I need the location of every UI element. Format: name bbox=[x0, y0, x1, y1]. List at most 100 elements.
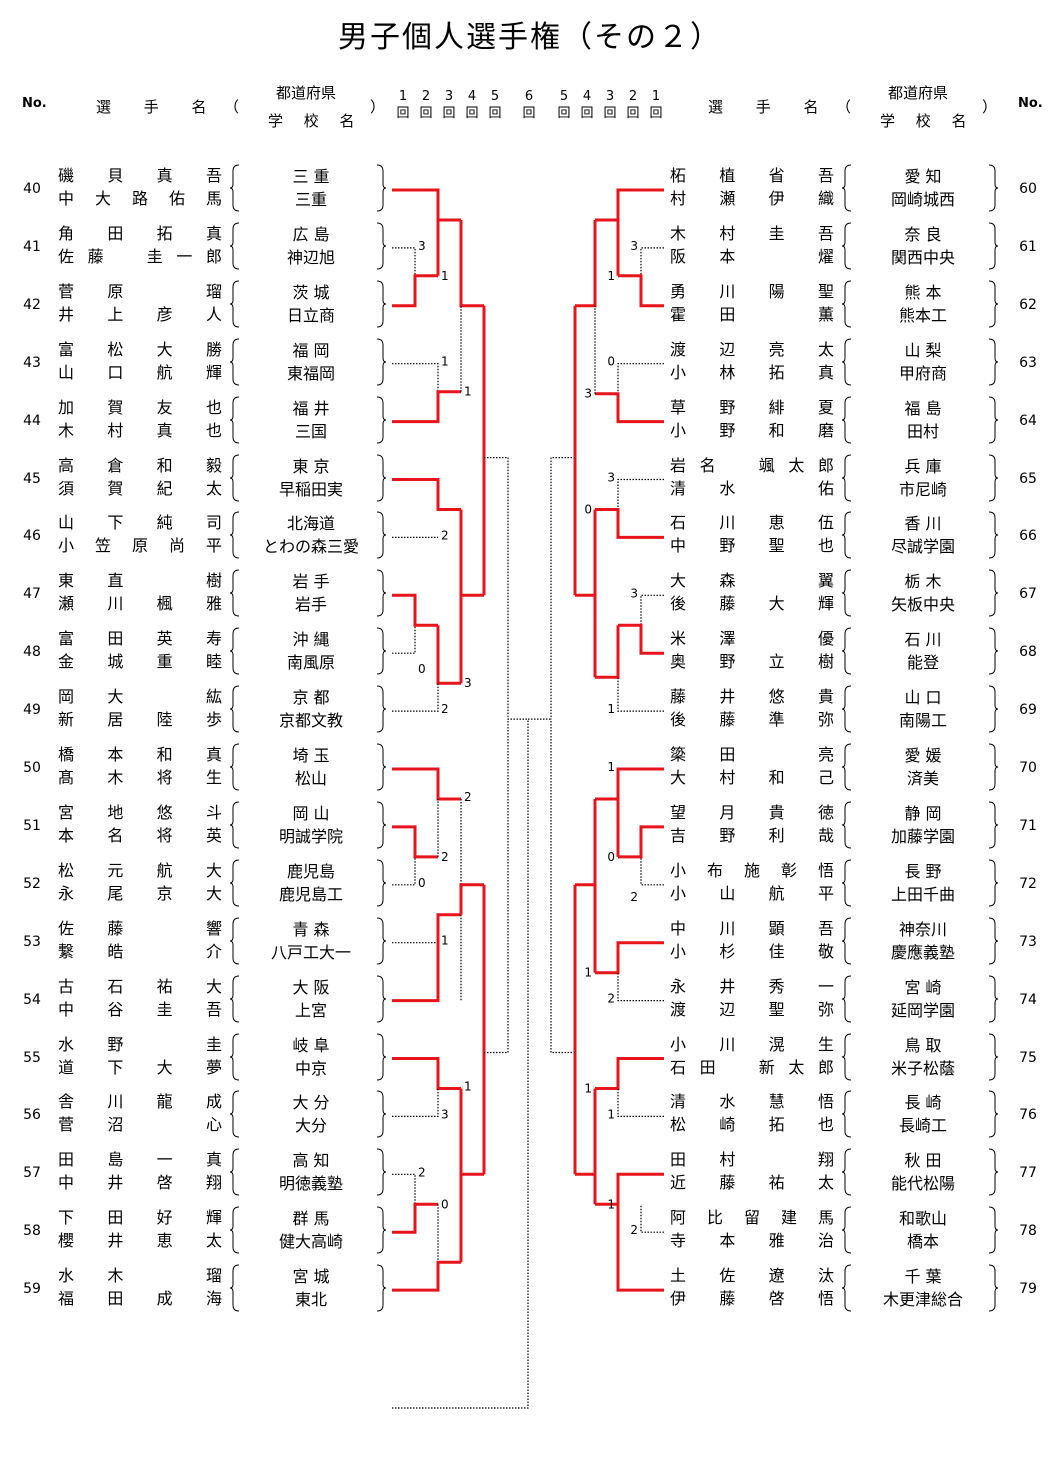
match-score: 1 bbox=[464, 385, 472, 399]
prefecture: 愛 知 bbox=[904, 167, 942, 186]
entry-number: 61 bbox=[1019, 238, 1037, 255]
school-name: 延岡学園 bbox=[890, 1000, 955, 1020]
school-name: 三重 bbox=[294, 190, 327, 209]
bracket-close bbox=[988, 1264, 998, 1312]
bracket-close bbox=[376, 917, 386, 965]
prefecture: 石 川 bbox=[904, 630, 942, 650]
school-name: 明誠学院 bbox=[278, 826, 343, 846]
player-name: 阿比留建馬 bbox=[670, 1208, 835, 1228]
match-score: 3 bbox=[418, 239, 426, 253]
prefecture: 長 崎 bbox=[904, 1093, 942, 1113]
player-name: 岩名颯太郎 bbox=[670, 455, 834, 475]
player-name: 小杉佳敬 bbox=[670, 941, 834, 961]
header-paren-open-right: （ bbox=[836, 98, 852, 116]
bracket-close bbox=[988, 454, 998, 501]
match-score: 2 bbox=[441, 702, 449, 716]
player-name: 金城重睦 bbox=[58, 652, 222, 672]
player-name: 小川滉生 bbox=[670, 1034, 834, 1054]
entry-number: 75 bbox=[1019, 1049, 1037, 1066]
school-name: 田村 bbox=[906, 421, 939, 441]
bracket-line-73 bbox=[550, 719, 575, 1054]
bracket-open bbox=[230, 338, 240, 386]
bracket-line-44 bbox=[595, 392, 664, 424]
bracket-line-1 bbox=[392, 274, 438, 308]
player-name: 小林拓真 bbox=[670, 362, 834, 382]
player-name: 土佐遼汰 bbox=[670, 1266, 834, 1286]
player-name: 道下大夢 bbox=[58, 1057, 222, 1077]
prefecture: 神奈川 bbox=[898, 919, 947, 939]
player-name: 橋本和真 bbox=[58, 745, 222, 764]
bracket-line-32 bbox=[392, 1260, 461, 1292]
match-score: 3 bbox=[584, 387, 592, 401]
player-name: 木村真也 bbox=[58, 420, 222, 440]
player-name: 東直樹 bbox=[58, 571, 222, 591]
player-name: 小布施彰悟 bbox=[670, 860, 835, 880]
school-name: 熊本工 bbox=[898, 305, 947, 325]
school-name: 南風原 bbox=[286, 653, 335, 673]
bracket-line-13 bbox=[392, 683, 439, 712]
bracket-open bbox=[230, 743, 240, 791]
prefecture: 愛 媛 bbox=[904, 746, 942, 765]
entry-number: 45 bbox=[23, 470, 41, 487]
prefecture: 東 京 bbox=[292, 456, 330, 476]
bracket-open bbox=[230, 917, 240, 965]
bracket-line-52 bbox=[617, 677, 664, 712]
bracket-close bbox=[988, 396, 998, 444]
match-score: 3 bbox=[464, 676, 472, 690]
school-name: 能登 bbox=[906, 653, 939, 673]
bracket-close bbox=[376, 1206, 386, 1254]
bracket-close bbox=[376, 1264, 386, 1312]
entry-number: 71 bbox=[1019, 817, 1037, 834]
player-name: 小野和磨 bbox=[670, 420, 834, 440]
school-name: 加藤学園 bbox=[890, 826, 955, 846]
prefecture: 山 口 bbox=[904, 688, 942, 708]
player-name: 小笠原尚平 bbox=[58, 536, 223, 556]
header-player-right: 選 手 名 bbox=[708, 98, 833, 116]
prefecture: 静 岡 bbox=[904, 803, 942, 823]
entry-number: 44 bbox=[23, 412, 41, 429]
bracket-open bbox=[230, 685, 240, 733]
school-name: 能代松陽 bbox=[890, 1174, 955, 1194]
school-name: 日立商 bbox=[286, 305, 335, 325]
player-name: 永井秀一 bbox=[670, 976, 834, 996]
player-name: 中川顕吾 bbox=[670, 918, 834, 938]
prefecture: 熊 本 bbox=[904, 282, 942, 302]
prefecture: 青 森 bbox=[292, 919, 330, 939]
player-name: 清水佑 bbox=[670, 478, 834, 498]
bracket-open bbox=[842, 164, 852, 212]
player-name: 吉野利哉 bbox=[670, 825, 834, 845]
bracket-line-69 bbox=[616, 1204, 664, 1292]
entry-number: 49 bbox=[23, 702, 41, 719]
bracket-line-20 bbox=[392, 856, 416, 886]
entry-number: 48 bbox=[23, 644, 41, 661]
entry-number: 51 bbox=[23, 817, 41, 834]
match-score: 1 bbox=[441, 269, 449, 283]
header-paren-open-left: （ bbox=[224, 98, 240, 116]
prefecture: 千 葉 bbox=[904, 1267, 942, 1287]
bracket-line-36 bbox=[484, 719, 509, 1054]
bracket-close bbox=[376, 338, 386, 386]
bracket-line-5 bbox=[392, 390, 461, 424]
bracket-open bbox=[842, 627, 852, 675]
bracket-close bbox=[988, 1206, 998, 1254]
player-name: 中大路佑馬 bbox=[58, 189, 223, 208]
player-name: 磯貝真吾 bbox=[58, 166, 222, 185]
entry-number: 65 bbox=[1019, 470, 1037, 487]
entry-number: 54 bbox=[23, 991, 41, 1008]
header-pref-left: 都道府県 bbox=[276, 84, 337, 102]
bracket-open bbox=[230, 975, 240, 1023]
prefecture: 北海道 bbox=[286, 514, 335, 534]
bracket-close bbox=[376, 627, 386, 675]
school-name: 早稲田実 bbox=[278, 479, 343, 499]
bracket-open bbox=[230, 222, 240, 270]
bracket-open bbox=[842, 511, 852, 559]
